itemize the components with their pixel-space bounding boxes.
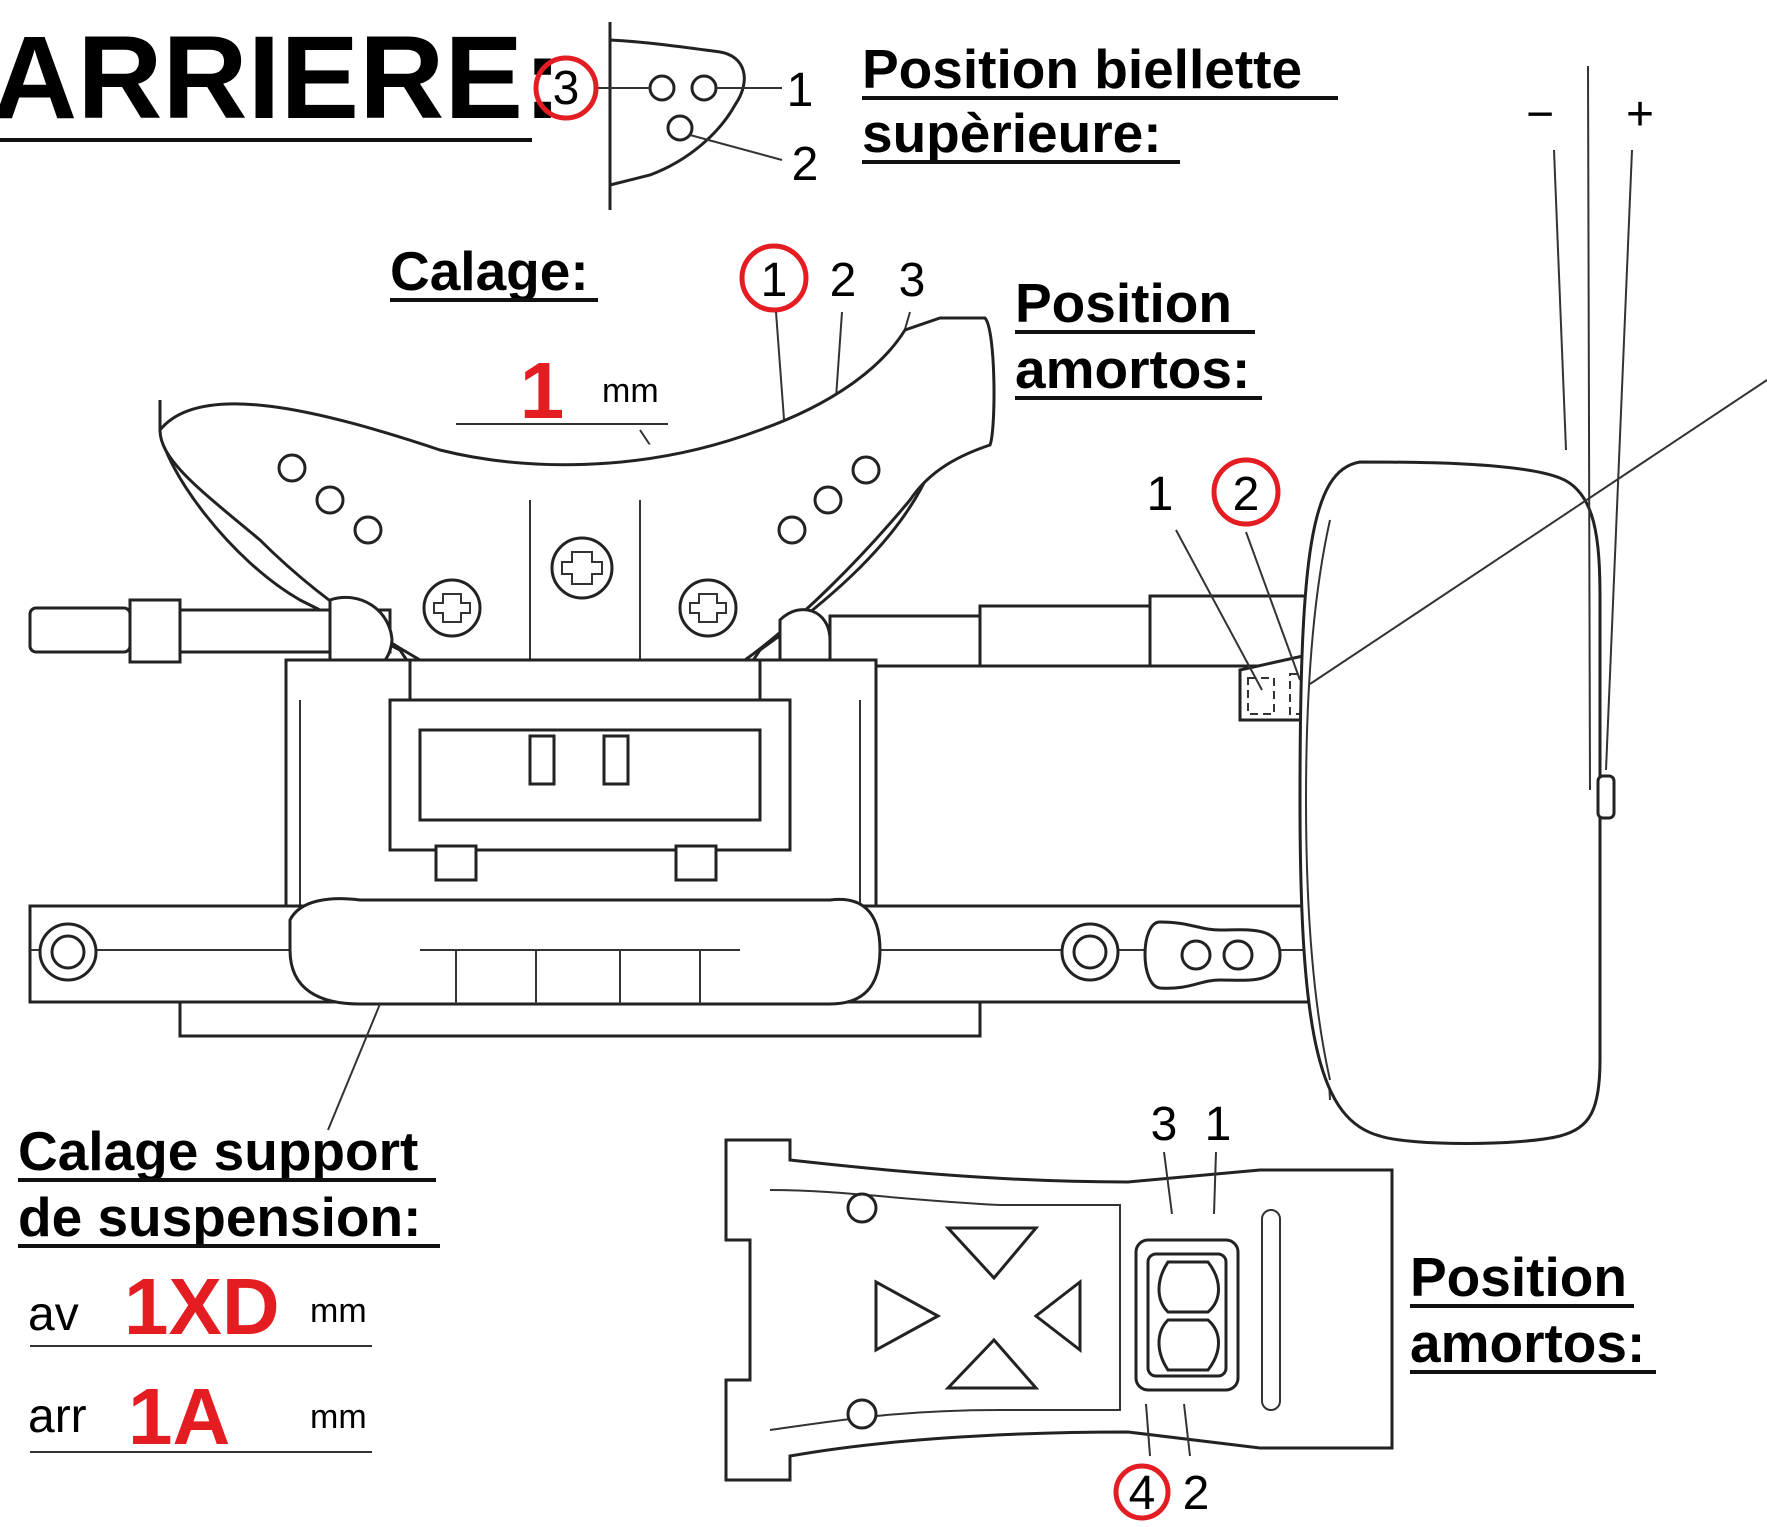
upper-link-option-1: 1 [787, 64, 814, 117]
mount-shim-front-unit: mm [310, 1292, 367, 1330]
arm-selected-marker [1113, 1463, 1171, 1521]
tower-hole-1 [777, 515, 807, 545]
screw-left [422, 578, 482, 638]
arm-heading-line1: Position [1410, 1246, 1627, 1308]
shock-top-heading-line1: Position [1015, 272, 1232, 334]
arm-top-option-1: 1 [1205, 1098, 1232, 1151]
upper-link-heading-line1: Position biellette [862, 38, 1302, 100]
mount-shim-front-value: 1XD [124, 1262, 280, 1351]
upper-link-option-2: 2 [792, 138, 819, 191]
arm-bottom-option-2: 2 [1183, 1467, 1210, 1520]
gearbox-housing [284, 658, 878, 912]
upper-link-hole-1 [690, 74, 718, 102]
driveshaft-right [778, 594, 1312, 672]
hub-selected-marker [1211, 457, 1281, 527]
tower-selected-marker [739, 243, 809, 313]
tower-option-2: 2 [830, 254, 857, 307]
upper-link-selected-marker [533, 55, 599, 121]
screw-right [678, 578, 738, 638]
mount-shim-heading-line1: Calage support [18, 1120, 418, 1182]
tower-hole-3 [851, 455, 881, 485]
shock-tower [158, 316, 996, 682]
tower-hole-2 [813, 485, 843, 515]
lower-arm [724, 1138, 1394, 1482]
arm-top-option-3: 3 [1151, 1098, 1178, 1151]
camber-unit: mm [602, 372, 659, 410]
camber-value: 1 [520, 346, 565, 435]
tower-option-1: 1 [761, 254, 788, 307]
upper-link-option-3: 3 [553, 62, 580, 115]
mount-shim-rear-unit: mm [310, 1398, 367, 1436]
tower-option-3: 3 [899, 254, 926, 307]
camber-heading: Calage: [390, 240, 589, 302]
camber-minus-sign: − [1526, 88, 1554, 141]
chassis-plate [28, 897, 1322, 1038]
arm-heading-line2: amortos: [1410, 1312, 1645, 1374]
mount-shim-front-label: av [28, 1288, 79, 1341]
driveshaft-left [28, 595, 394, 678]
arm-bottom-option-4: 4 [1129, 1467, 1156, 1520]
shock-top-heading-line2: amortos: [1015, 338, 1250, 400]
hub-option-2: 2 [1233, 468, 1260, 521]
screw-center [550, 536, 614, 600]
mount-shim-heading-line2: de suspension: [18, 1186, 421, 1248]
upper-link-hole-3 [648, 74, 676, 102]
upper-link-mount: 3 1 2 [533, 22, 819, 210]
camber-plus-sign: + [1626, 88, 1654, 141]
upper-link-hole-2 [666, 114, 694, 142]
mount-shim-rear-label: arr [28, 1390, 87, 1443]
hub-option-1: 1 [1147, 468, 1174, 521]
rear-wheel [1298, 460, 1616, 1145]
mount-shim-rear-value: 1A [128, 1372, 230, 1461]
page-title: ARRIERE: [0, 12, 562, 144]
upper-link-heading-line2: supèrieure: [862, 102, 1162, 164]
